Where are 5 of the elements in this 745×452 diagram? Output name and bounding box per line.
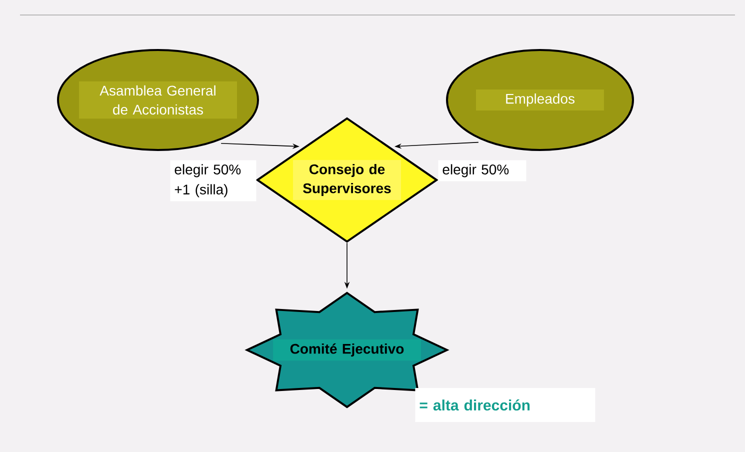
ellipse-node: Empleados [446, 49, 634, 151]
ellipse-node: Asamblea General de Accionistas [57, 49, 259, 151]
edge-label: elegir 50% [438, 160, 526, 182]
edge-label: elegir 50% +1 (silla) [170, 160, 256, 202]
node-note: = alta dirección [415, 388, 596, 422]
